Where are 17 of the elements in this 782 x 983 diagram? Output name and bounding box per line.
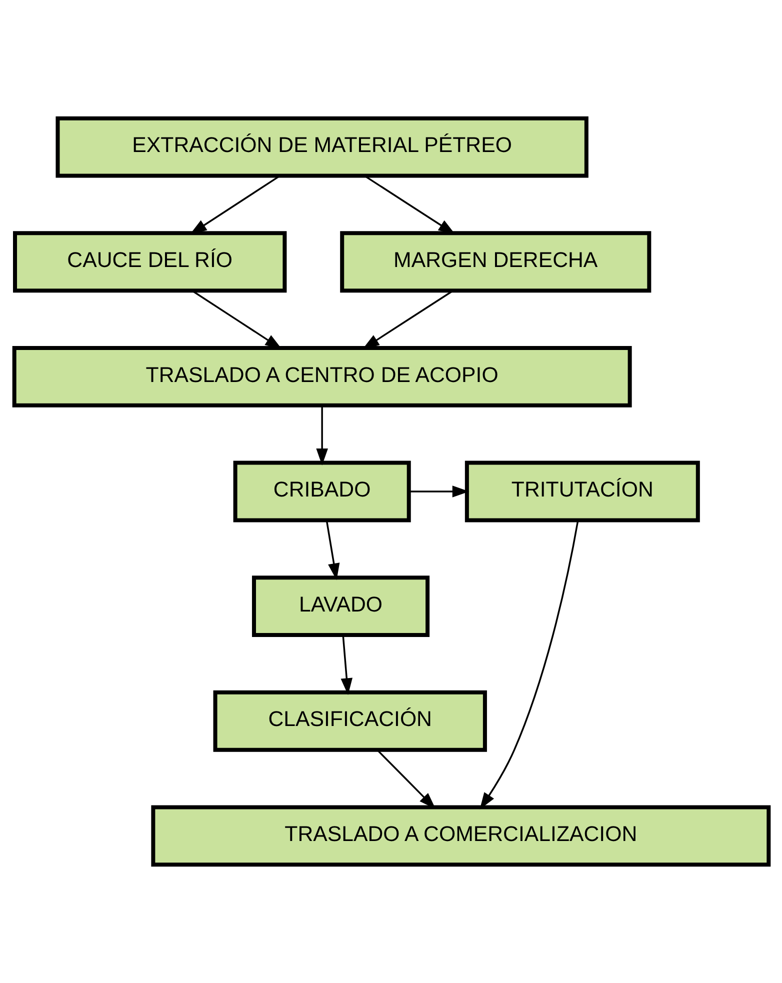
- arrow: [189, 175, 280, 234]
- node-box: CAUCE DEL RÍO: [12, 231, 286, 293]
- arrow: [340, 635, 352, 695]
- node-box: TRASLADO A CENTRO DE ACOPIO: [12, 346, 632, 408]
- node-box: MARGEN DERECHA: [340, 231, 651, 293]
- arrow: [479, 520, 578, 810]
- arrow: [325, 520, 340, 580]
- arrow: [408, 486, 469, 498]
- arrow: [364, 175, 455, 234]
- arrow: [376, 750, 436, 810]
- node-box: EXTRACCIÓN DE MATERIAL PÉTREO: [55, 116, 588, 178]
- node-box: TRASLADO A COMERCIALIZACION: [150, 805, 770, 867]
- node-box: LAVADO: [251, 576, 430, 638]
- arrow: [316, 406, 328, 466]
- node-box: CRIBADO: [232, 460, 410, 522]
- node-box: TRITUTACÍON: [464, 460, 700, 522]
- node-box: CLASIFICACIÓN: [212, 690, 486, 752]
